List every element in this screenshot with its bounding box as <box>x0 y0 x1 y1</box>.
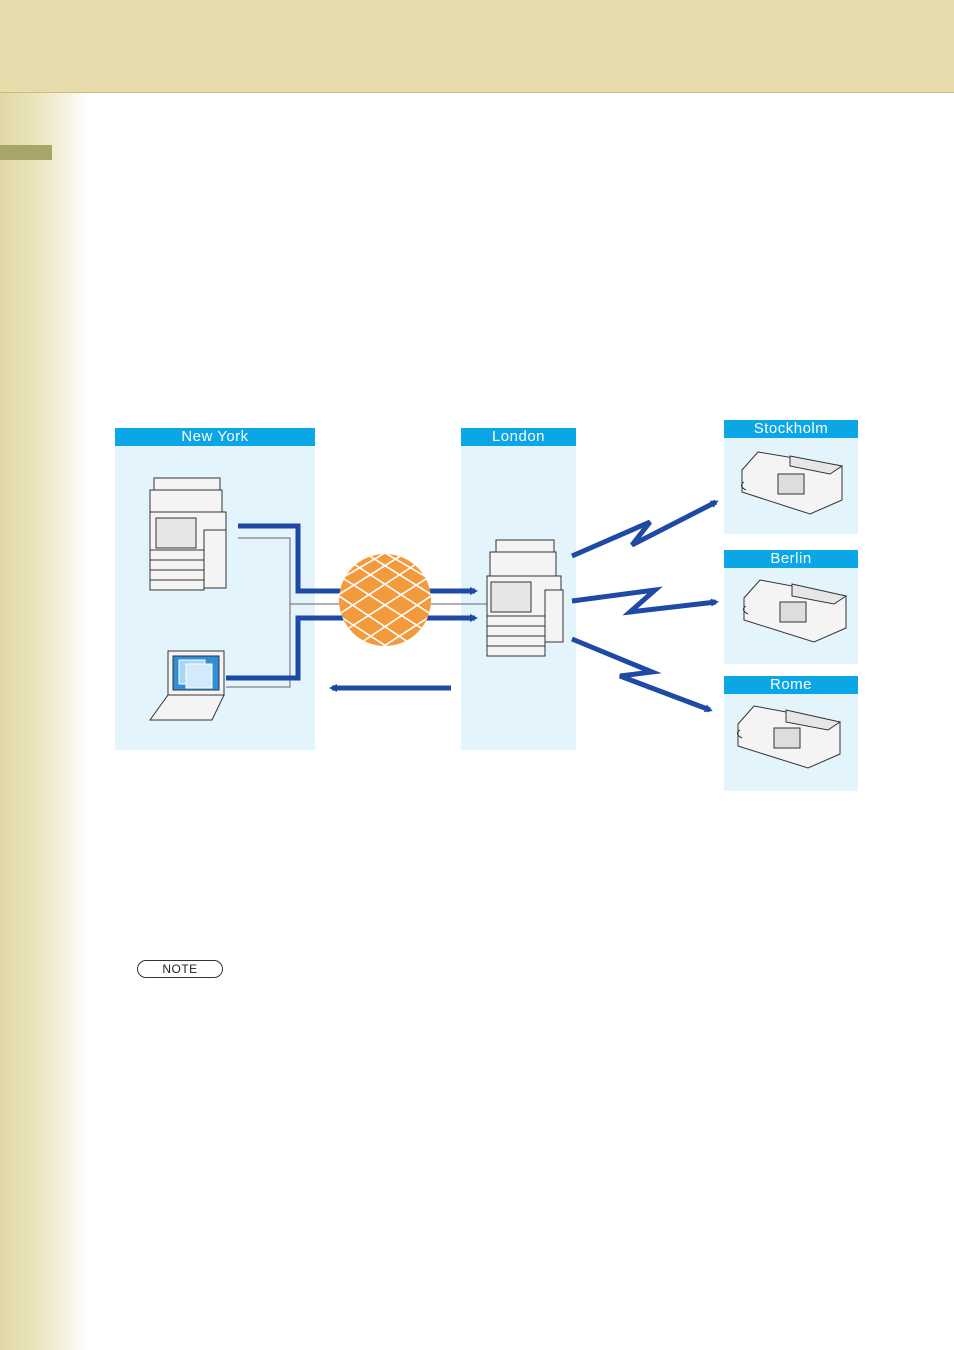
fax-machine-rome-icon <box>737 706 840 768</box>
fax-route-berlin <box>572 590 716 612</box>
fax-route-rome <box>572 639 710 710</box>
internet-globe-icon <box>330 550 440 655</box>
fax-machine-stockholm-icon <box>741 452 842 514</box>
fax-machine-berlin-icon <box>743 580 846 642</box>
laptop-icon <box>150 651 224 720</box>
new-york-mfp-icon <box>150 478 226 590</box>
fax-route-stockholm <box>572 502 716 556</box>
route-arrows <box>226 502 716 710</box>
note-badge: NOTE <box>137 960 223 978</box>
london-mfp-icon <box>487 540 563 656</box>
